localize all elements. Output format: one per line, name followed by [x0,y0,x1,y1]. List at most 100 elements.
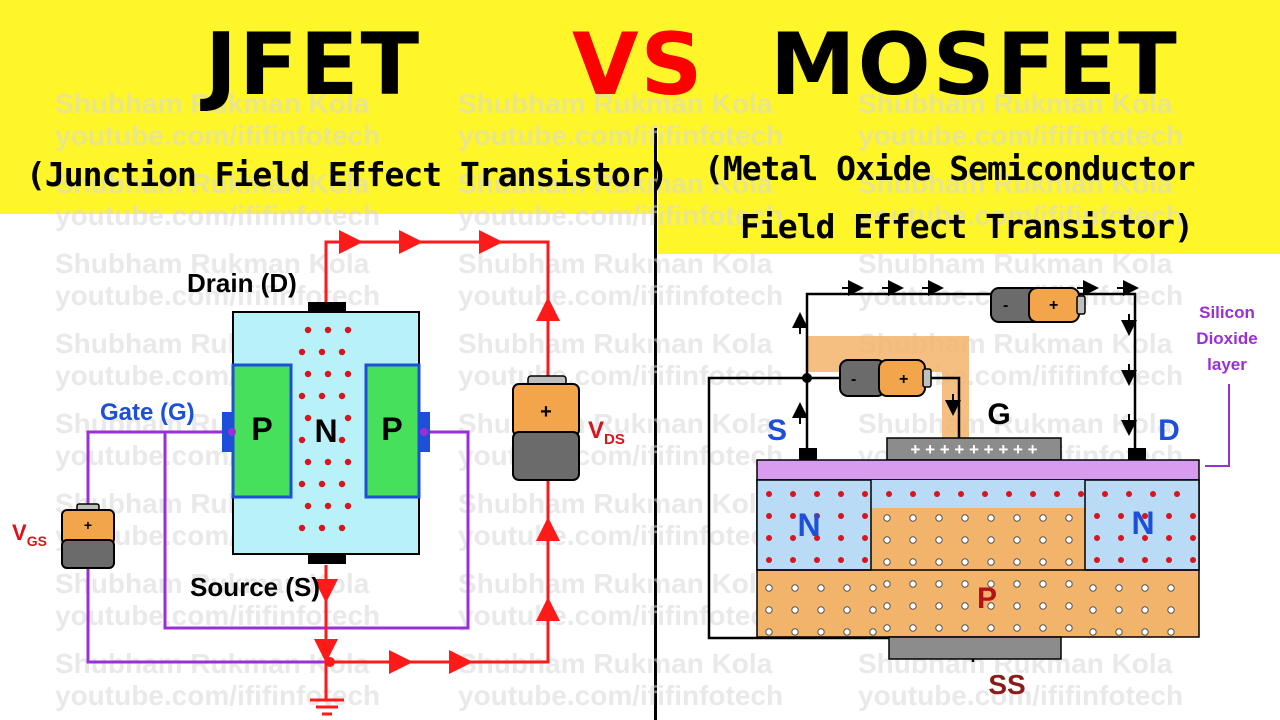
electron [1166,535,1172,541]
hole [961,514,969,522]
electron [1054,491,1060,497]
hole [961,580,969,588]
drain-label: Drain (D) [187,268,297,298]
jfet-diagram: P N P Drain (D) Gate (G) Source (S) + VD… [12,230,625,716]
hole [791,584,799,592]
electron [344,414,352,422]
electron [886,491,892,497]
hole [935,558,943,566]
electron [766,535,772,541]
hole [961,624,969,632]
electron [838,513,844,519]
electron [318,524,326,532]
hole [909,536,917,544]
svg-text:-: - [1003,297,1008,314]
electron [982,491,988,497]
jfet-subtitle-banner [0,130,655,214]
hole [961,602,969,610]
vgs-label: VGS [12,520,47,549]
electron [1126,491,1132,497]
electron [338,348,346,356]
electron [958,491,964,497]
electron [814,491,820,497]
electron [338,524,346,532]
junction-dot [325,657,335,667]
hole [791,628,799,636]
hole [1039,558,1047,566]
svg-text:+: + [540,401,552,423]
electron [1078,491,1084,497]
electron [934,491,940,497]
vds-battery-icon: + [512,375,580,481]
electron [344,502,352,510]
oxide-layer [756,459,1200,481]
electron [1094,513,1100,519]
electron [862,557,868,563]
hole [1013,536,1021,544]
electron [814,557,820,563]
electron [1118,513,1124,519]
mosfet-subtitle-banner [658,130,1280,254]
hole [935,602,943,610]
p-region-right [364,363,421,499]
jfet-title: JFET [205,15,422,115]
hole [1089,628,1097,636]
svg-text:+: + [899,371,908,388]
hole [817,628,825,636]
current-arrows [792,280,1139,436]
hole [843,584,851,592]
drain-terminal [308,302,346,312]
hole [817,584,825,592]
drain-battery-icon: - + [990,287,1086,323]
hole [817,606,825,614]
electron [790,491,796,497]
hole [1039,580,1047,588]
electron [1166,557,1172,563]
hole [883,602,891,610]
hole [843,606,851,614]
electron [790,535,796,541]
hole [909,514,917,522]
electron [304,414,312,422]
electron [298,392,306,400]
hole [1013,580,1021,588]
gate-label: Gate (G) [100,399,195,426]
gate-wires [86,430,470,664]
d-label: D [1158,414,1180,447]
mosfet-diagram: - + - + + + + + + + + + + S G D N N P SS… [707,280,1258,700]
hole [1115,628,1123,636]
hole [1039,602,1047,610]
electron [338,436,346,444]
electron [862,513,868,519]
electron [1190,557,1196,563]
p-region-left [231,363,293,499]
hole [935,514,943,522]
electron [790,513,796,519]
hole [987,602,995,610]
electron [1150,491,1156,497]
hole [1065,602,1073,610]
source-terminal [799,448,817,460]
electron [1030,491,1036,497]
hole [935,536,943,544]
hole [935,580,943,588]
hole [1167,628,1175,636]
electron [298,480,306,488]
electron [298,524,306,532]
drain-terminal [1128,448,1146,460]
hole [765,584,773,592]
source-label: Source (S) [190,572,320,602]
hole [987,624,995,632]
oxide-label-2: Dioxide [1196,329,1257,348]
p-body-label: P [977,582,997,615]
hole [987,536,995,544]
electron [324,326,332,334]
electron [838,535,844,541]
electron [1174,491,1180,497]
electron [324,458,332,466]
electron [814,513,820,519]
hole [909,624,917,632]
gate-terminal-left [222,412,233,452]
mosfet-subtitle-line2: Field Effect Transistor) [740,207,1194,246]
electron [1118,535,1124,541]
